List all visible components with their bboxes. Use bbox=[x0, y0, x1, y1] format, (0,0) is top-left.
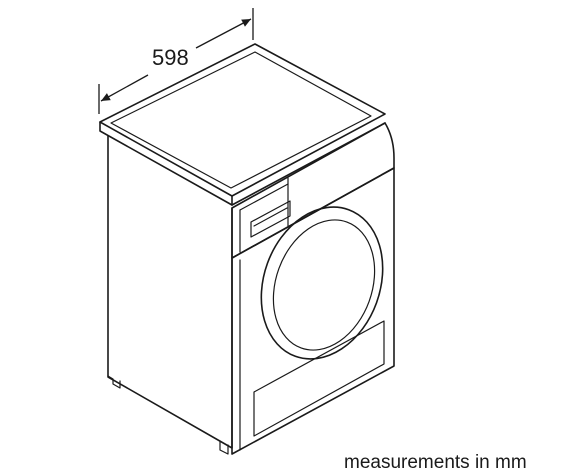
control-panel-outline bbox=[231, 122, 395, 259]
service-flap-outline bbox=[253, 320, 385, 437]
control-panel-top-edge bbox=[239, 183, 289, 211]
display-window-line bbox=[253, 207, 288, 227]
width-value-label: 598 bbox=[152, 45, 189, 70]
front-panel bbox=[231, 167, 395, 455]
door bbox=[260, 206, 384, 360]
dimension-line-left bbox=[100, 74, 149, 102]
dryer-drawing bbox=[99, 43, 395, 455]
worktop-front-left-edge bbox=[99, 121, 233, 206]
worktop-inner-edge bbox=[110, 51, 372, 189]
door-outer-ring bbox=[260, 206, 384, 360]
control-panel bbox=[231, 122, 395, 259]
worktop-surface bbox=[99, 43, 386, 197]
width-dimension: 598 bbox=[98, 8, 254, 114]
side-panel bbox=[107, 135, 233, 455]
display-window bbox=[250, 200, 291, 238]
front-left-foot bbox=[219, 440, 229, 455]
left-foot bbox=[107, 375, 121, 389]
side-panel-outline bbox=[107, 135, 233, 449]
front-panel-outline bbox=[231, 167, 395, 455]
door-glass bbox=[272, 219, 376, 351]
dimension-line-right bbox=[195, 18, 252, 49]
service-flap bbox=[253, 320, 385, 437]
measurement-unit-caption: measurements in mm bbox=[344, 452, 527, 473]
worktop bbox=[99, 43, 386, 206]
